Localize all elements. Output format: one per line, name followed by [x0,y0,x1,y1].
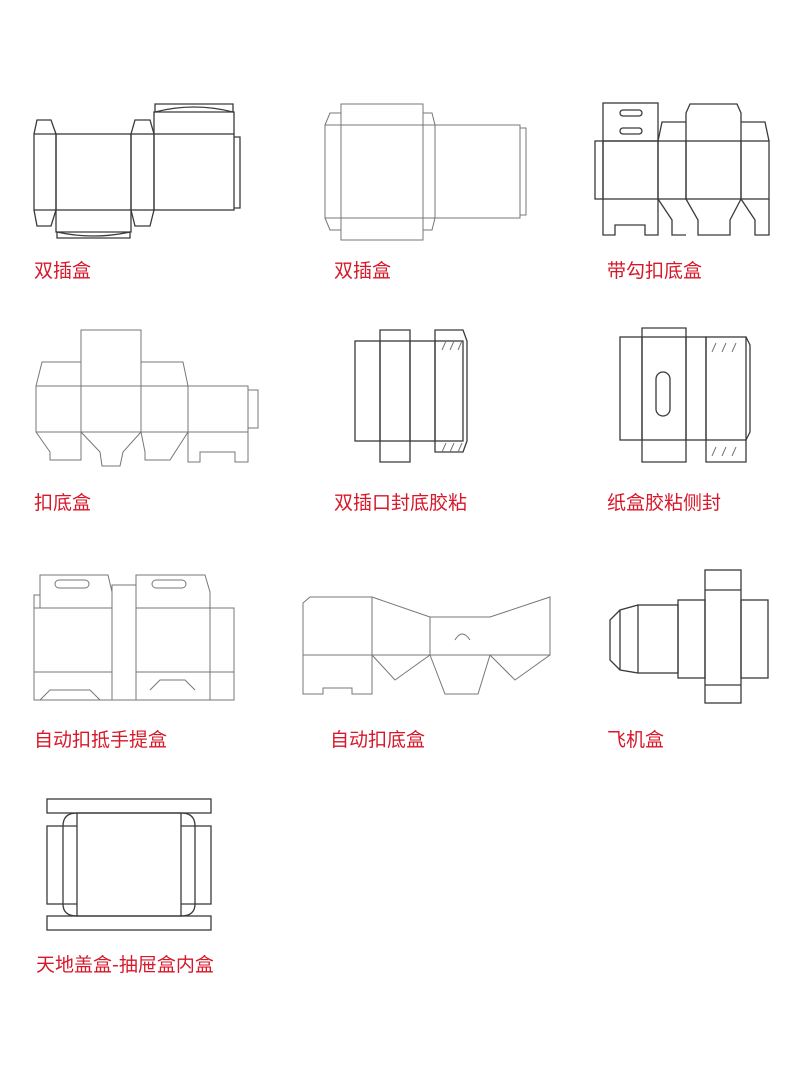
dieline-handle-box [33,574,235,701]
dieline-auto-lock-bottom [302,596,551,695]
box-label-double-tuck-1: 双插盒 [34,260,92,282]
dieline-mailer-box [609,569,769,704]
dieline-double-tuck-2 [324,103,527,241]
dieline-glued-side-seal [619,327,751,463]
box-label-glued-side-seal: 纸盒胶粘侧封 [607,492,722,514]
box-label-lock-bottom: 扣底盒 [34,492,92,514]
dieline-tuck-glued-bottom [354,329,468,463]
box-label-lid-base-box: 天地盖盒-抽屉盒内盒 [36,954,214,976]
box-label-auto-lock-bottom: 自动扣底盒 [330,729,426,751]
box-label-tuck-glued-bottom: 双插口封底胶粘 [334,492,468,514]
dieline-lid-base-box [46,798,212,931]
dieline-hook-lock-bottom [594,102,770,236]
box-label-double-tuck-2: 双插盒 [334,260,392,282]
dieline-double-tuck-1 [33,103,241,239]
box-label-handle-box: 自动扣抵手提盒 [34,729,168,751]
box-label-hook-lock-bottom: 带勾扣底盒 [607,260,703,282]
dieline-lock-bottom [35,329,259,467]
box-label-mailer-box: 飞机盒 [607,729,665,751]
